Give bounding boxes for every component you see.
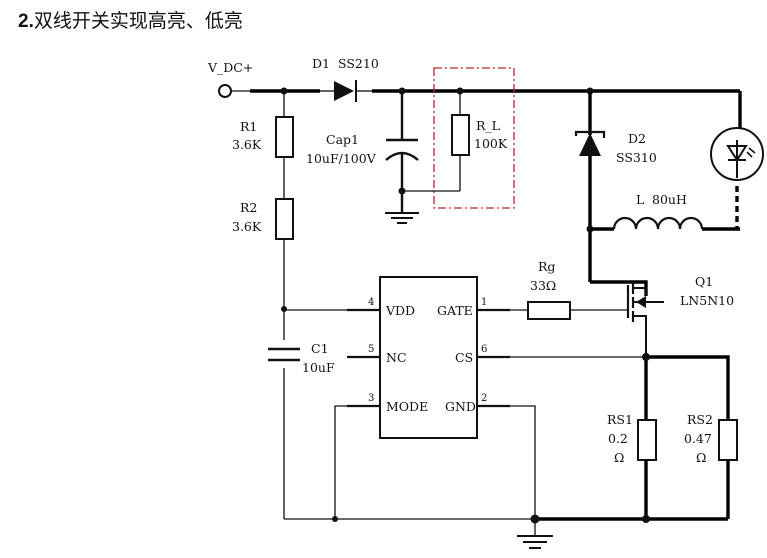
q1-value: LN5N10 bbox=[680, 293, 734, 308]
junction-dot bbox=[642, 353, 650, 361]
vdc-label: V_DC+ bbox=[207, 60, 253, 75]
r2-ref: R2 bbox=[240, 200, 257, 215]
rs2-value: 0.47 bbox=[684, 431, 712, 446]
wire bbox=[510, 405, 536, 519]
rl-value: 100K bbox=[474, 136, 508, 151]
schottky-diode-d2 bbox=[574, 130, 606, 156]
capacitor-cap1 bbox=[385, 91, 419, 212]
pin-name-nc: NC bbox=[386, 350, 407, 365]
l-value: 80uH bbox=[652, 192, 687, 207]
rg-value: 33Ω bbox=[530, 278, 556, 293]
pin-name-vdd: VDD bbox=[385, 303, 415, 318]
cap1-ref: Cap1 bbox=[326, 132, 359, 147]
page-title: 2.双线开关实现高亮、低亮 bbox=[18, 6, 243, 33]
title-text: 双线开关实现高亮、低亮 bbox=[33, 10, 243, 32]
pin-name-mode: MODE bbox=[386, 399, 428, 414]
vdc-terminal bbox=[218, 84, 232, 98]
capacitor-c1 bbox=[268, 340, 300, 368]
pin-num: 3 bbox=[368, 393, 374, 404]
r2-value: 3.6K bbox=[232, 219, 262, 234]
r1-value: 3.6K bbox=[232, 137, 262, 152]
junction-dot bbox=[281, 306, 287, 312]
rs1-value: 0.2 bbox=[608, 431, 628, 446]
resistor-r2 bbox=[275, 198, 294, 240]
l-ref: L bbox=[636, 192, 644, 207]
ground-symbol bbox=[385, 212, 419, 224]
rg-ref: Rg bbox=[538, 259, 555, 274]
d1-value: SS210 bbox=[338, 56, 379, 71]
resistor-r1 bbox=[275, 116, 294, 158]
d1-ref: D1 bbox=[312, 56, 330, 71]
resistor-rl bbox=[451, 114, 470, 156]
c1-value: 10uF bbox=[302, 360, 335, 375]
wire bbox=[334, 405, 350, 519]
rs1-unit: Ω bbox=[614, 450, 624, 465]
cap1-value: 10uF/100V bbox=[306, 151, 377, 166]
rs2-unit: Ω bbox=[696, 450, 706, 465]
resistor-rg bbox=[527, 301, 571, 320]
q1-ref: Q1 bbox=[695, 274, 713, 289]
pin-num: 1 bbox=[481, 297, 487, 308]
pin-num: 5 bbox=[368, 344, 374, 355]
pin-num: 2 bbox=[481, 393, 487, 404]
led-load bbox=[710, 127, 764, 181]
pin-num: 4 bbox=[368, 297, 374, 308]
controller-ic bbox=[379, 276, 478, 439]
pin-name-gnd: GND bbox=[445, 399, 476, 414]
pin-num: 6 bbox=[481, 344, 487, 355]
wire bbox=[646, 355, 730, 420]
inductor-l bbox=[612, 216, 704, 230]
r1-ref: R1 bbox=[240, 119, 257, 134]
junction-dot bbox=[642, 515, 650, 523]
junction-dot bbox=[332, 516, 338, 522]
rl-ref: R_L bbox=[476, 118, 500, 133]
resistor-rs1 bbox=[637, 419, 657, 461]
rs2-ref: RS2 bbox=[687, 412, 713, 427]
c1-ref: C1 bbox=[311, 341, 329, 356]
d2-value: SS310 bbox=[616, 150, 657, 165]
pin-name-gate: GATE bbox=[437, 303, 473, 318]
d2-ref: D2 bbox=[628, 131, 646, 146]
highlight-box-rl bbox=[433, 67, 515, 209]
rs1-ref: RS1 bbox=[607, 412, 633, 427]
pin-name-cs: CS bbox=[455, 350, 473, 365]
ground-symbol bbox=[517, 535, 553, 549]
title-number: 2. bbox=[18, 11, 34, 32]
resistor-rs2 bbox=[718, 419, 738, 461]
diode-d1 bbox=[320, 80, 372, 102]
mosfet-q1 bbox=[626, 283, 664, 353]
